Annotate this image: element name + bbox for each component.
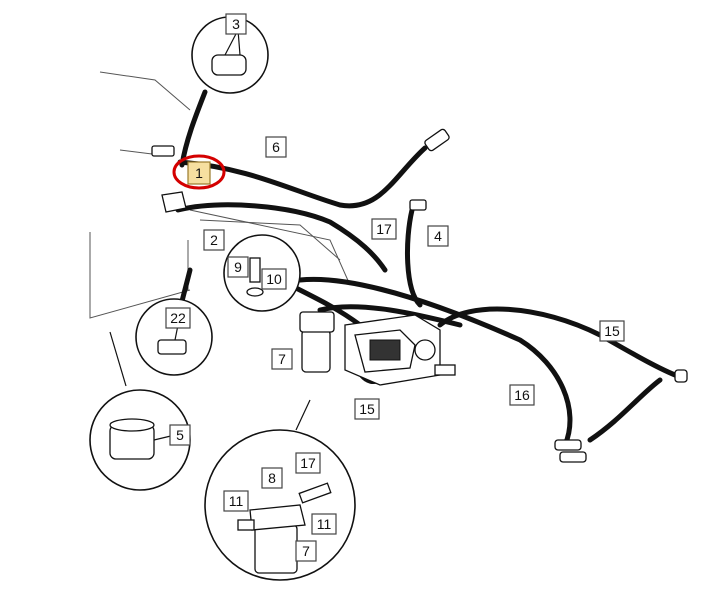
svg-text:7: 7	[302, 543, 310, 559]
highlight-ring	[172, 154, 226, 190]
hose-16	[317, 304, 463, 328]
callout-8[interactable]: 8	[261, 467, 283, 489]
svg-text:6: 6	[272, 139, 280, 155]
svg-text:8: 8	[268, 470, 276, 486]
svg-text:22: 22	[170, 310, 186, 326]
svg-text:7: 7	[278, 351, 286, 367]
fitting-16-end-2	[559, 451, 587, 463]
callout-4[interactable]: 4	[427, 225, 449, 247]
svg-text:2: 2	[210, 232, 218, 248]
detail-circle-3	[191, 16, 269, 94]
callout-6[interactable]: 6	[265, 136, 287, 158]
fitting-15-end	[674, 369, 688, 383]
pump-assembly	[344, 314, 456, 386]
svg-text:9: 9	[234, 259, 242, 275]
svg-text:4: 4	[434, 228, 442, 244]
hose-15-b	[587, 377, 663, 443]
svg-text:11: 11	[229, 493, 244, 509]
callout-3[interactable]: 3	[225, 13, 247, 35]
callout-11a[interactable]: 11	[223, 490, 249, 512]
callout-9[interactable]: 9	[227, 256, 249, 278]
callout-11b[interactable]: 11	[311, 513, 337, 535]
svg-text:17: 17	[376, 221, 392, 237]
hose-3-riser	[179, 89, 208, 168]
hose-2	[175, 202, 388, 273]
fittings	[151, 128, 688, 463]
fitting-left-top	[151, 145, 175, 157]
callout-22[interactable]: 22	[165, 307, 191, 329]
fitting-right-top	[424, 128, 450, 152]
svg-text:5: 5	[176, 427, 184, 443]
callout-7b[interactable]: 7	[295, 540, 317, 562]
svg-text:17: 17	[300, 455, 316, 471]
filter-center	[299, 311, 335, 373]
hose-lines	[175, 89, 686, 448]
hose-17-b	[297, 276, 573, 448]
svg-text:10: 10	[266, 271, 282, 287]
hose-4	[405, 207, 423, 308]
callout-10[interactable]: 10	[261, 268, 287, 290]
fitting-16-end	[554, 439, 582, 451]
fitting-4	[409, 199, 427, 211]
callout-2[interactable]: 2	[203, 229, 225, 251]
callout-17a[interactable]: 17	[371, 218, 397, 240]
callouts: 1 2 3 4 5 6 7 7	[165, 13, 625, 562]
machine-outline	[89, 71, 351, 319]
hose-15-a	[437, 306, 686, 381]
detail-circle-22	[135, 298, 213, 376]
svg-text:11: 11	[317, 516, 332, 532]
callout-15b[interactable]: 15	[599, 320, 625, 342]
callout-15a[interactable]: 15	[354, 398, 380, 420]
callout-17b[interactable]: 17	[295, 452, 321, 474]
svg-text:15: 15	[604, 323, 620, 339]
svg-text:3: 3	[232, 16, 240, 32]
svg-text:15: 15	[359, 401, 375, 417]
svg-text:16: 16	[514, 387, 530, 403]
callout-16[interactable]: 16	[509, 384, 535, 406]
detail-circle-filter	[204, 399, 356, 581]
hose-17-a	[287, 282, 363, 328]
callout-7a[interactable]: 7	[271, 348, 293, 370]
detail-circle-5	[89, 331, 191, 491]
hose-6	[177, 145, 428, 209]
fitting-left-mid	[161, 191, 187, 213]
callout-5[interactable]: 5	[169, 424, 191, 446]
callout-1[interactable]: 1	[187, 161, 211, 185]
svg-text:1: 1	[195, 165, 203, 181]
